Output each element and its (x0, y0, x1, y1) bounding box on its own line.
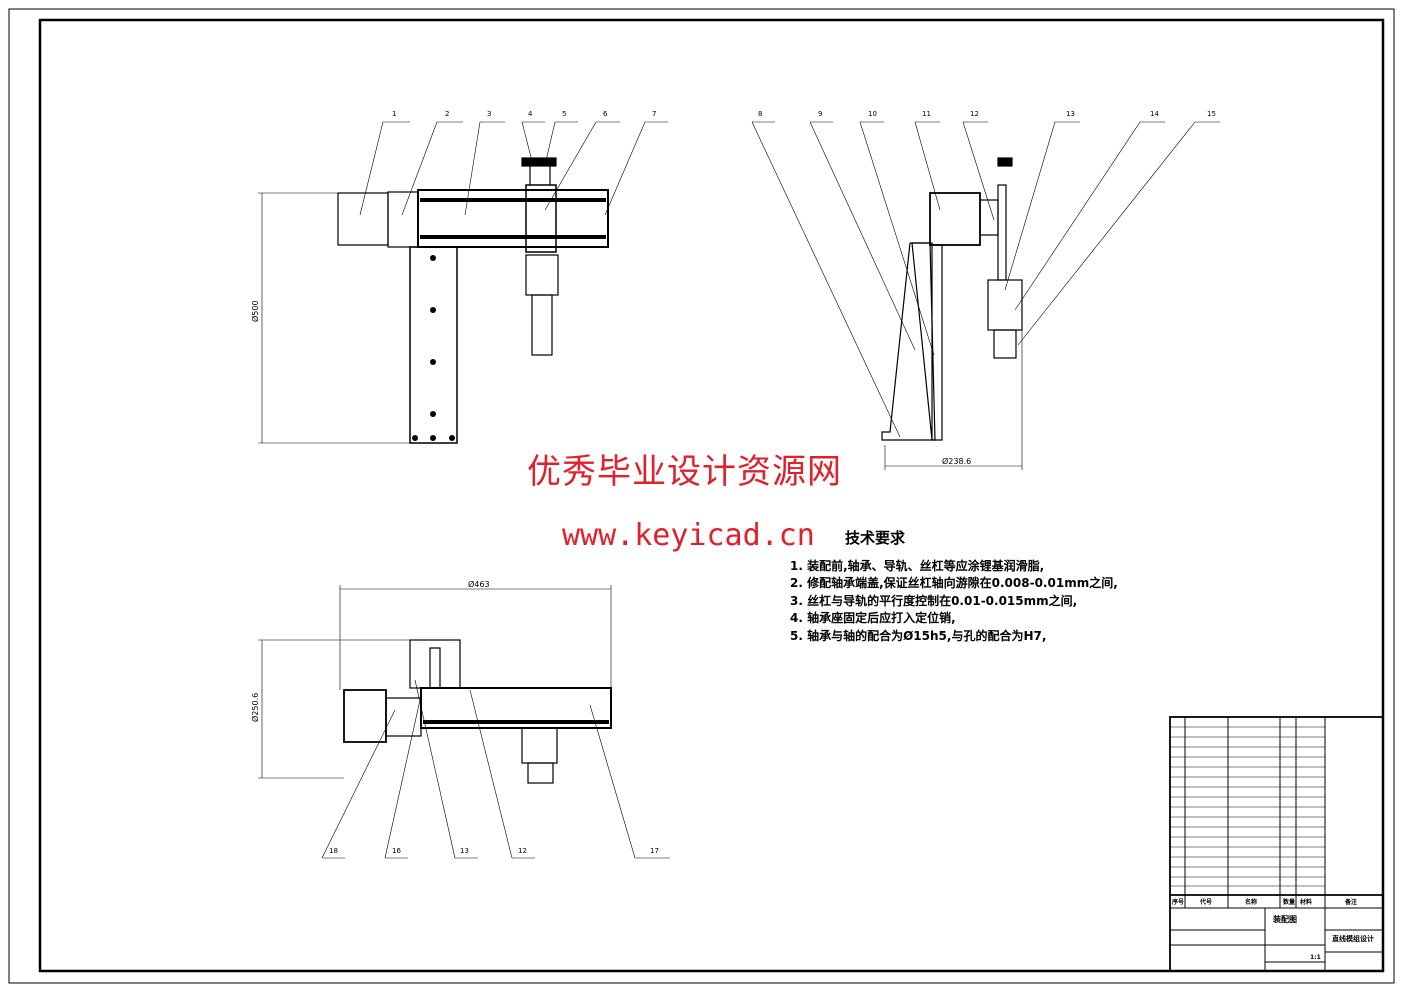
watermark-url[interactable]: www.keyicad.cn (562, 518, 815, 553)
balloon-label: 9 (818, 110, 823, 118)
project-name: 直线模组设计 (1332, 935, 1374, 943)
balloon-label: 2 (445, 110, 450, 118)
balloon-label: 7 (652, 110, 657, 118)
balloon-label: 6 (603, 110, 608, 118)
dimension-side-width: Ø238.6 (942, 456, 971, 466)
balloon-label: 3 (487, 110, 492, 118)
title-block-header: 数量 (1283, 899, 1296, 906)
balloon-label: 12 (518, 847, 527, 855)
title-block (1169, 716, 1384, 972)
balloon-label: 4 (528, 110, 533, 118)
dimension-top-height: Ø250.6 (250, 693, 260, 722)
requirement-item: 4. 轴承座固定后应打入定位销, (790, 611, 956, 625)
sheet-border (8, 8, 1395, 984)
watermark-title: 优秀毕业设计资源网 (527, 452, 842, 492)
balloon-label: 1 (392, 110, 397, 118)
requirement-item: 3. 丝杠与导轨的平行度控制在0.01-0.015mm之间, (790, 593, 1078, 608)
balloon-label: 8 (758, 110, 763, 118)
side-view: Ø238.6 (751, 121, 1220, 470)
top-view: Ø463 Ø250.6 (250, 579, 670, 859)
title-block-header: 代号 (1200, 899, 1213, 906)
balloon-label: 17 (650, 847, 659, 855)
balloon-label: 5 (562, 110, 567, 118)
balloon-label: 14 (1150, 110, 1159, 118)
balloon-label: 13 (460, 847, 469, 855)
dimension-top-width: Ø463 (468, 579, 490, 589)
requirements-heading: 技术要求 (845, 529, 906, 547)
balloon-label: 13 (1066, 110, 1075, 118)
requirement-item: 5. 轴承与轴的配合为Ø15h5,与孔的配合为H7, (790, 628, 1047, 643)
dimension-front-height: Ø500 (250, 300, 260, 322)
frame-border (38, 18, 1385, 973)
balloon-label: 15 (1207, 110, 1216, 118)
title-block-header: 序号 (1172, 899, 1185, 906)
balloon-label: 11 (922, 110, 931, 118)
drawing-name: 装配图 (1273, 915, 1297, 924)
balloon-label: 10 (868, 110, 877, 118)
balloon-label: 12 (970, 110, 979, 118)
balloon-label: 16 (392, 847, 401, 855)
requirement-item: 1. 装配前,轴承、导轨、丝杠等应涂锂基润滑脂, (790, 558, 1045, 573)
title-block-header: 备注 (1345, 899, 1358, 906)
title-block-header: 材料 (1300, 899, 1313, 906)
title-block-header: 名称 (1245, 899, 1258, 906)
scale: 1:1 (1310, 954, 1321, 961)
requirement-item: 2. 修配轴承端盖,保证丝杠轴向游隙在0.008-0.01mm之间, (790, 576, 1118, 590)
technical-requirements: 技术要求 1. 装配前,轴承、导轨、丝杠等应涂锂基润滑脂, 2. 修配轴承端盖,… (790, 529, 1118, 645)
front-view: Ø500 (250, 121, 668, 444)
balloon-label: 18 (329, 847, 338, 855)
